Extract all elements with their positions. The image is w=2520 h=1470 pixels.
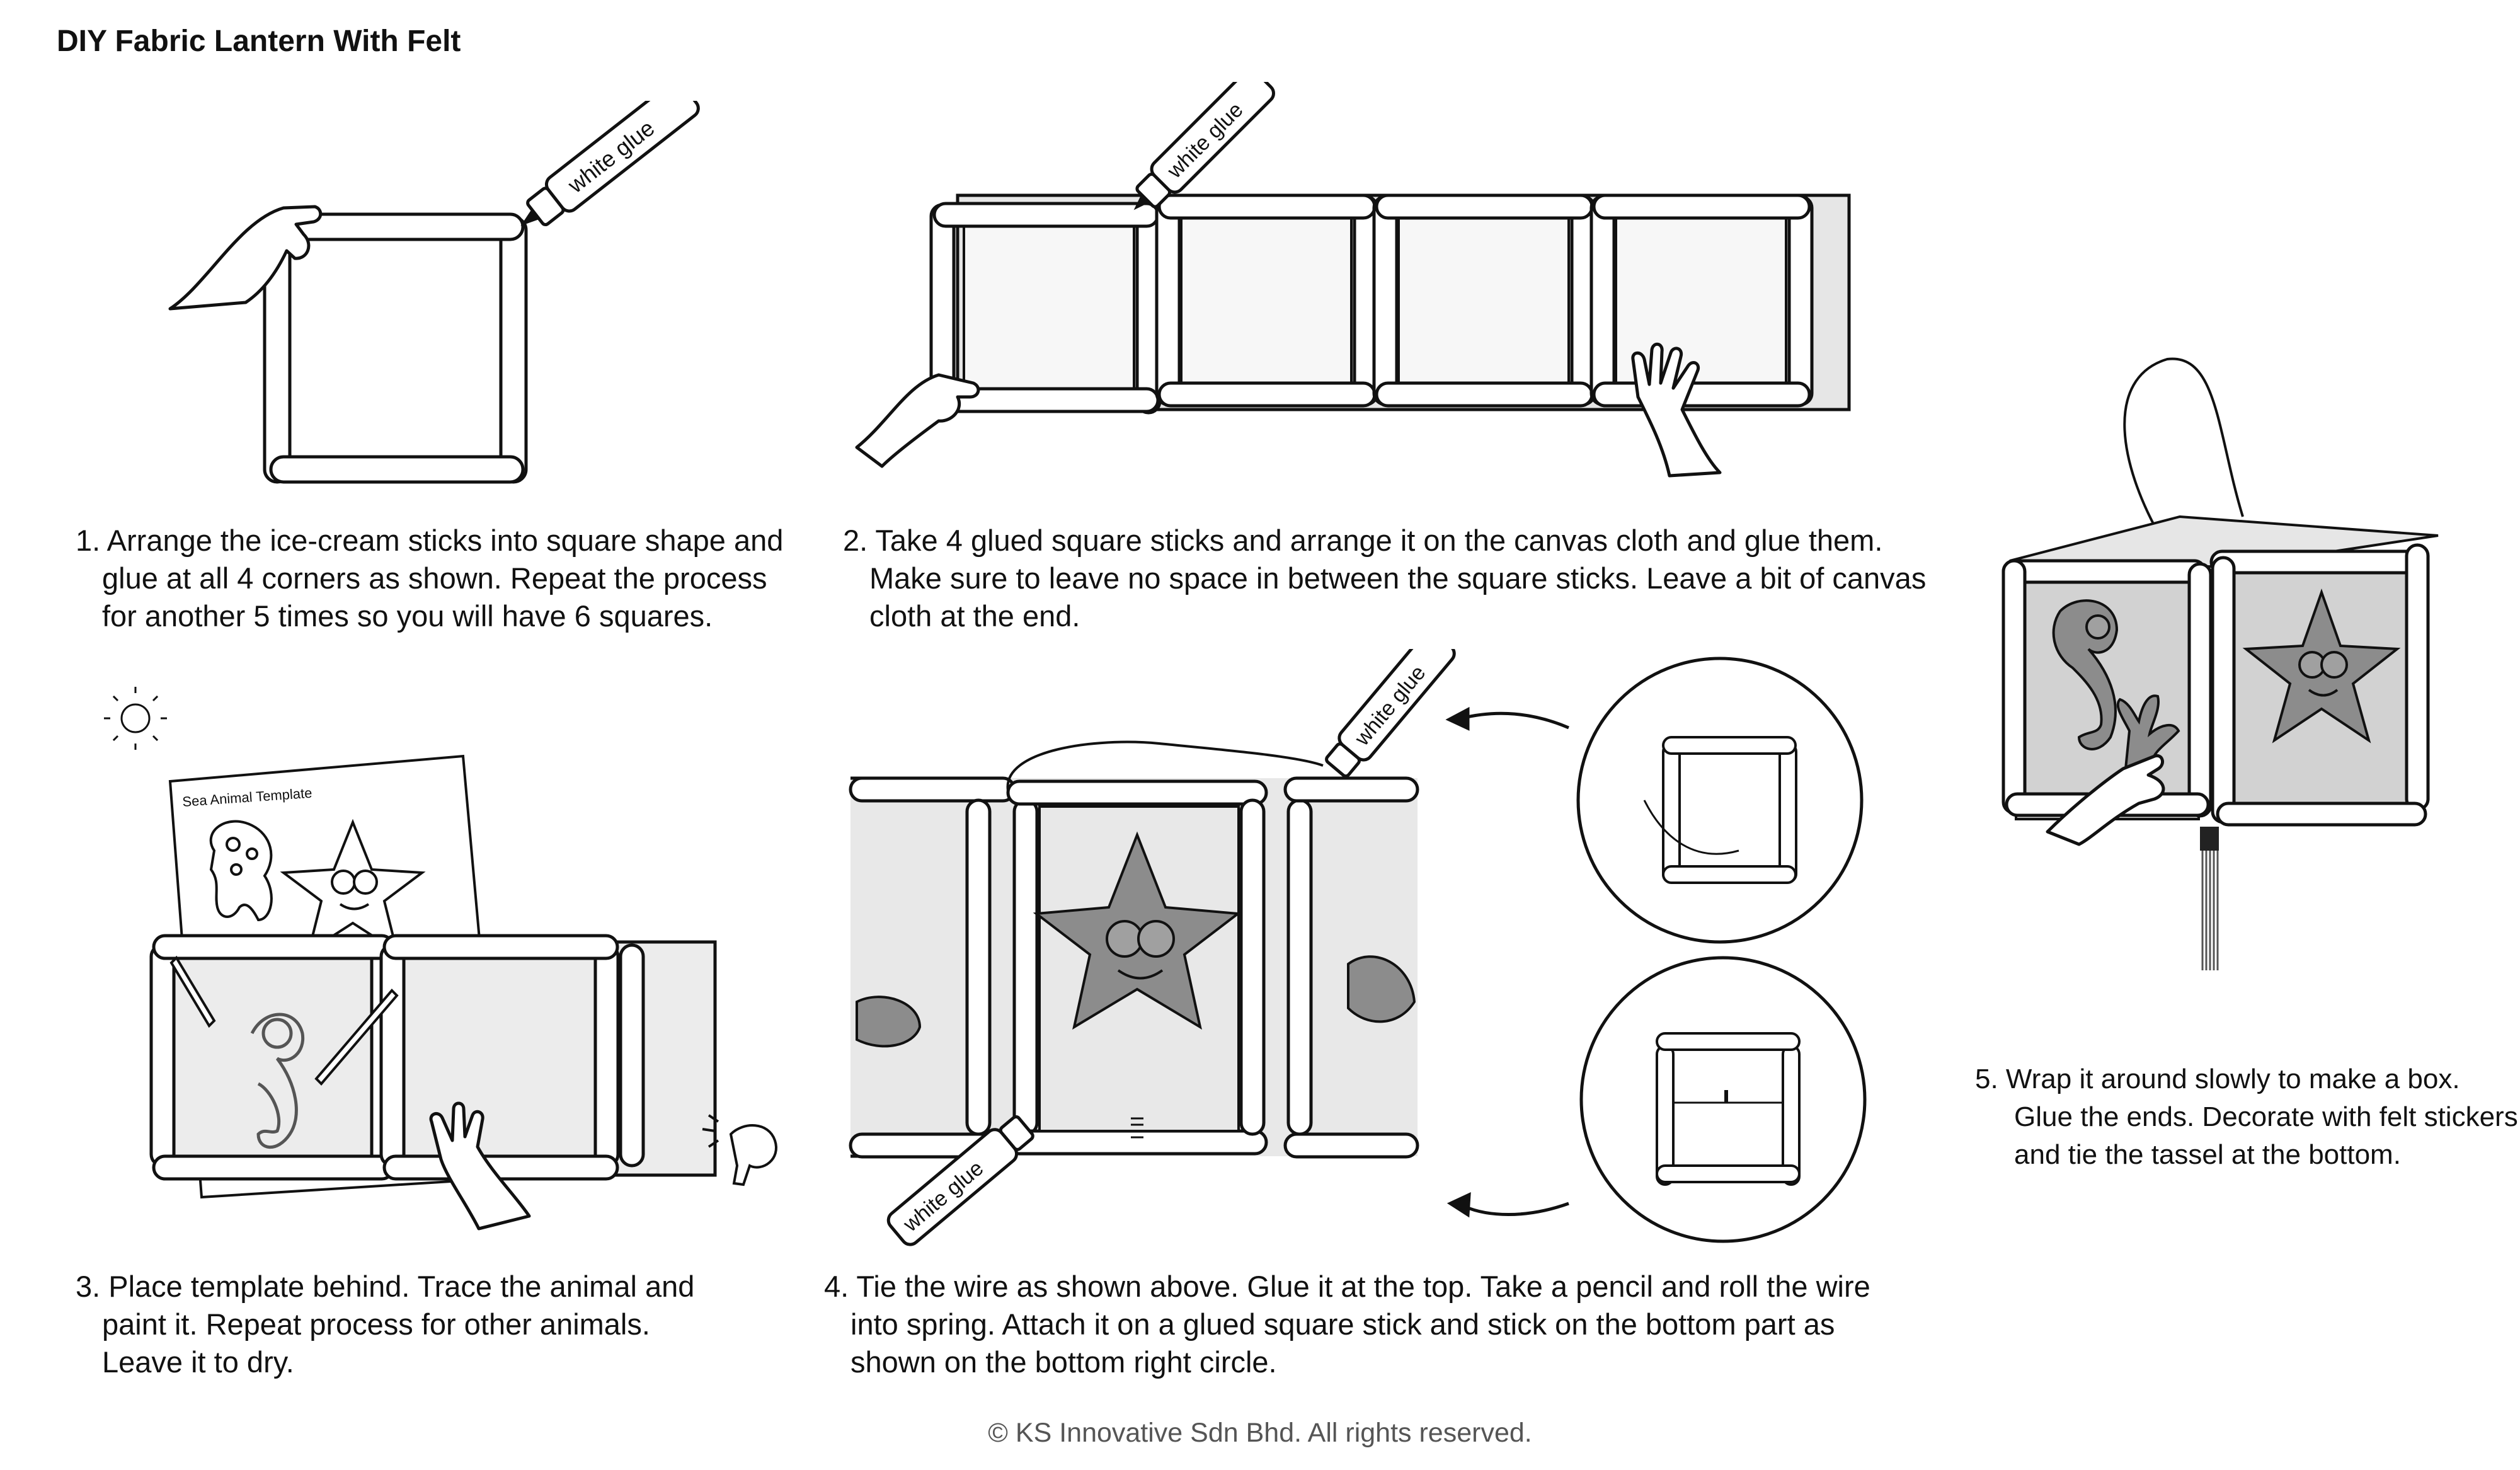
hand-icon (429, 1101, 531, 1231)
seahorse-felt (856, 996, 922, 1048)
starfish-felt (2242, 588, 2401, 744)
step-1-text: 1. Arrange the ice-cream sticks into squ… (76, 524, 784, 633)
spring-icon (1131, 1117, 1143, 1139)
step-5-text: 5. Wrap it around slowly to make a box. … (1975, 1064, 2518, 1170)
brush-icon (314, 989, 399, 1086)
tassel-icon (2200, 827, 2219, 970)
step4-illustration: white glue white glue (849, 649, 1867, 1246)
glue-bottle-top-icon: white glue (1325, 649, 1456, 778)
pencil-icon (169, 955, 216, 1028)
step1-illustration: white glue (168, 101, 700, 484)
arrow-bottom-icon (1446, 1192, 1569, 1218)
fish-felt (1347, 955, 1416, 1023)
hand-icon (168, 205, 323, 311)
left-hand-icon (855, 373, 980, 468)
hair-dryer-icon (702, 1114, 777, 1186)
sun-icon (101, 684, 170, 753)
step5-illustration (2002, 357, 2439, 970)
step-2-text: 2. Take 4 glued square sticks and arrang… (843, 524, 1927, 633)
arrow-top-icon (1445, 706, 1569, 731)
copyright-footer: © KS Innovative Sdn Bhd. All rights rese… (988, 1418, 1532, 1448)
step-3-text: 3. Place template behind. Trace the anim… (76, 1270, 695, 1379)
step-4-text: 4. Tie the wire as shown above. Glue it … (824, 1270, 1870, 1379)
page-title: DIY Fabric Lantern With Felt (57, 25, 461, 58)
step2-illustration: white glue (855, 82, 1851, 478)
detail-circle-top (1576, 657, 1864, 944)
seahorse-felt (2052, 599, 2119, 750)
hanging-string (2123, 357, 2244, 549)
octopus-icon (209, 820, 273, 922)
glue-bottle-icon: white glue (520, 101, 700, 226)
wire-line (1006, 740, 1324, 791)
seahorse-trace (250, 1013, 305, 1149)
starfish-felt (1033, 831, 1242, 1030)
starfish-icon (280, 818, 426, 955)
step3-illustration: Sea Animal Template (101, 684, 777, 1231)
right-hand-icon (1631, 342, 1722, 478)
detail-circle-bottom (1579, 956, 1867, 1243)
hand-icon (2046, 754, 2165, 846)
